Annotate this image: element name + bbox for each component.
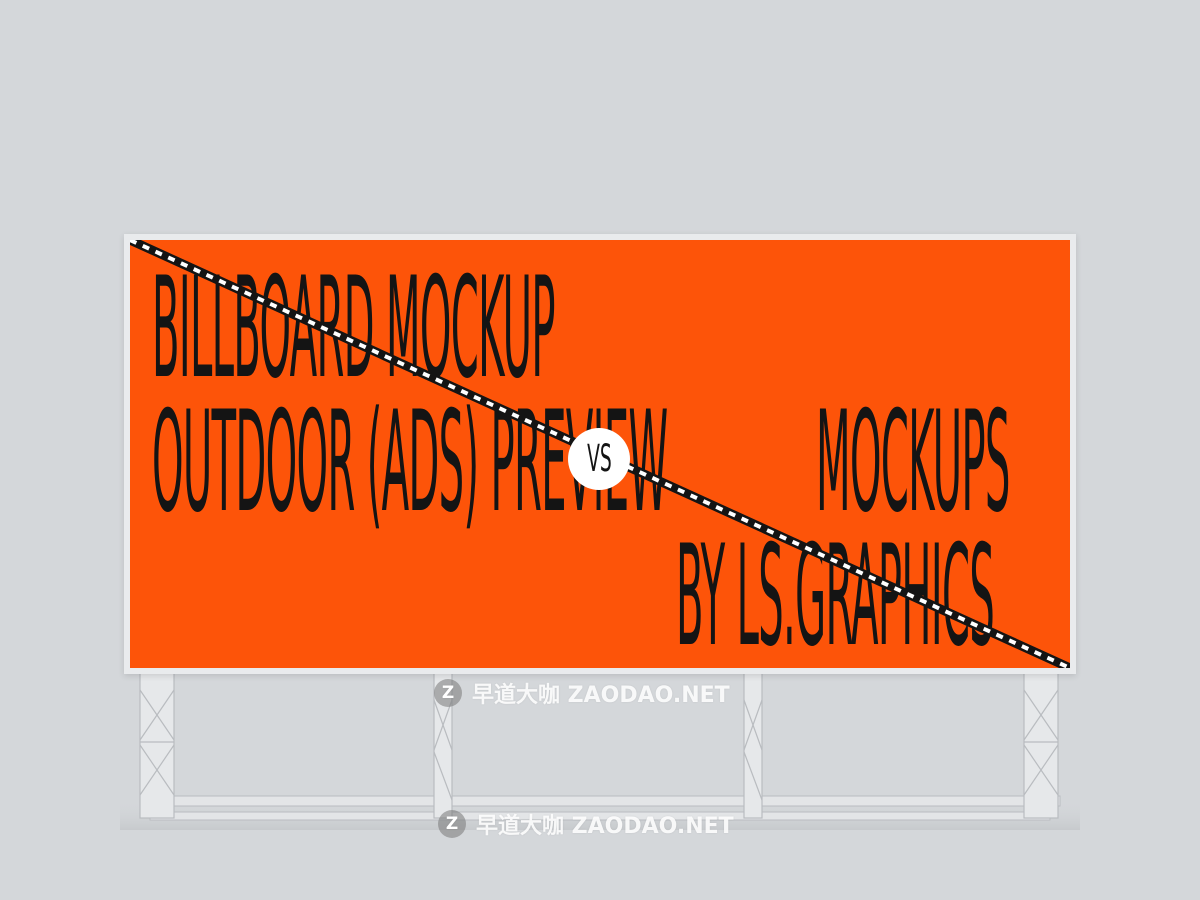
support-truss-left [139,671,175,819]
watermark-text: 早道大咖 ZAODAO.NET [472,683,730,708]
vs-badge: VS [568,428,630,490]
watermark-bottom: Z 早道大咖 ZAODAO.NET [438,808,734,840]
vs-badge-label: VS [586,437,612,481]
watermark-top: Z 早道大咖 ZAODAO.NET [434,677,730,709]
zaodao-logo-icon: Z [438,810,466,838]
zaodao-logo-icon: Z [434,679,462,707]
watermark-text: 早道大咖 ZAODAO.NET [476,814,734,839]
headline-line-3: MOCKUPS [816,380,1010,544]
headline-line-4: BY LS.GRAPHICS [676,514,995,668]
support-truss-center-right [743,671,763,819]
billboard-face: BILLBOARD MOCKUP OUTDOOR (ADS) PREVIEW M… [130,240,1070,668]
support-truss-right [1023,671,1059,819]
